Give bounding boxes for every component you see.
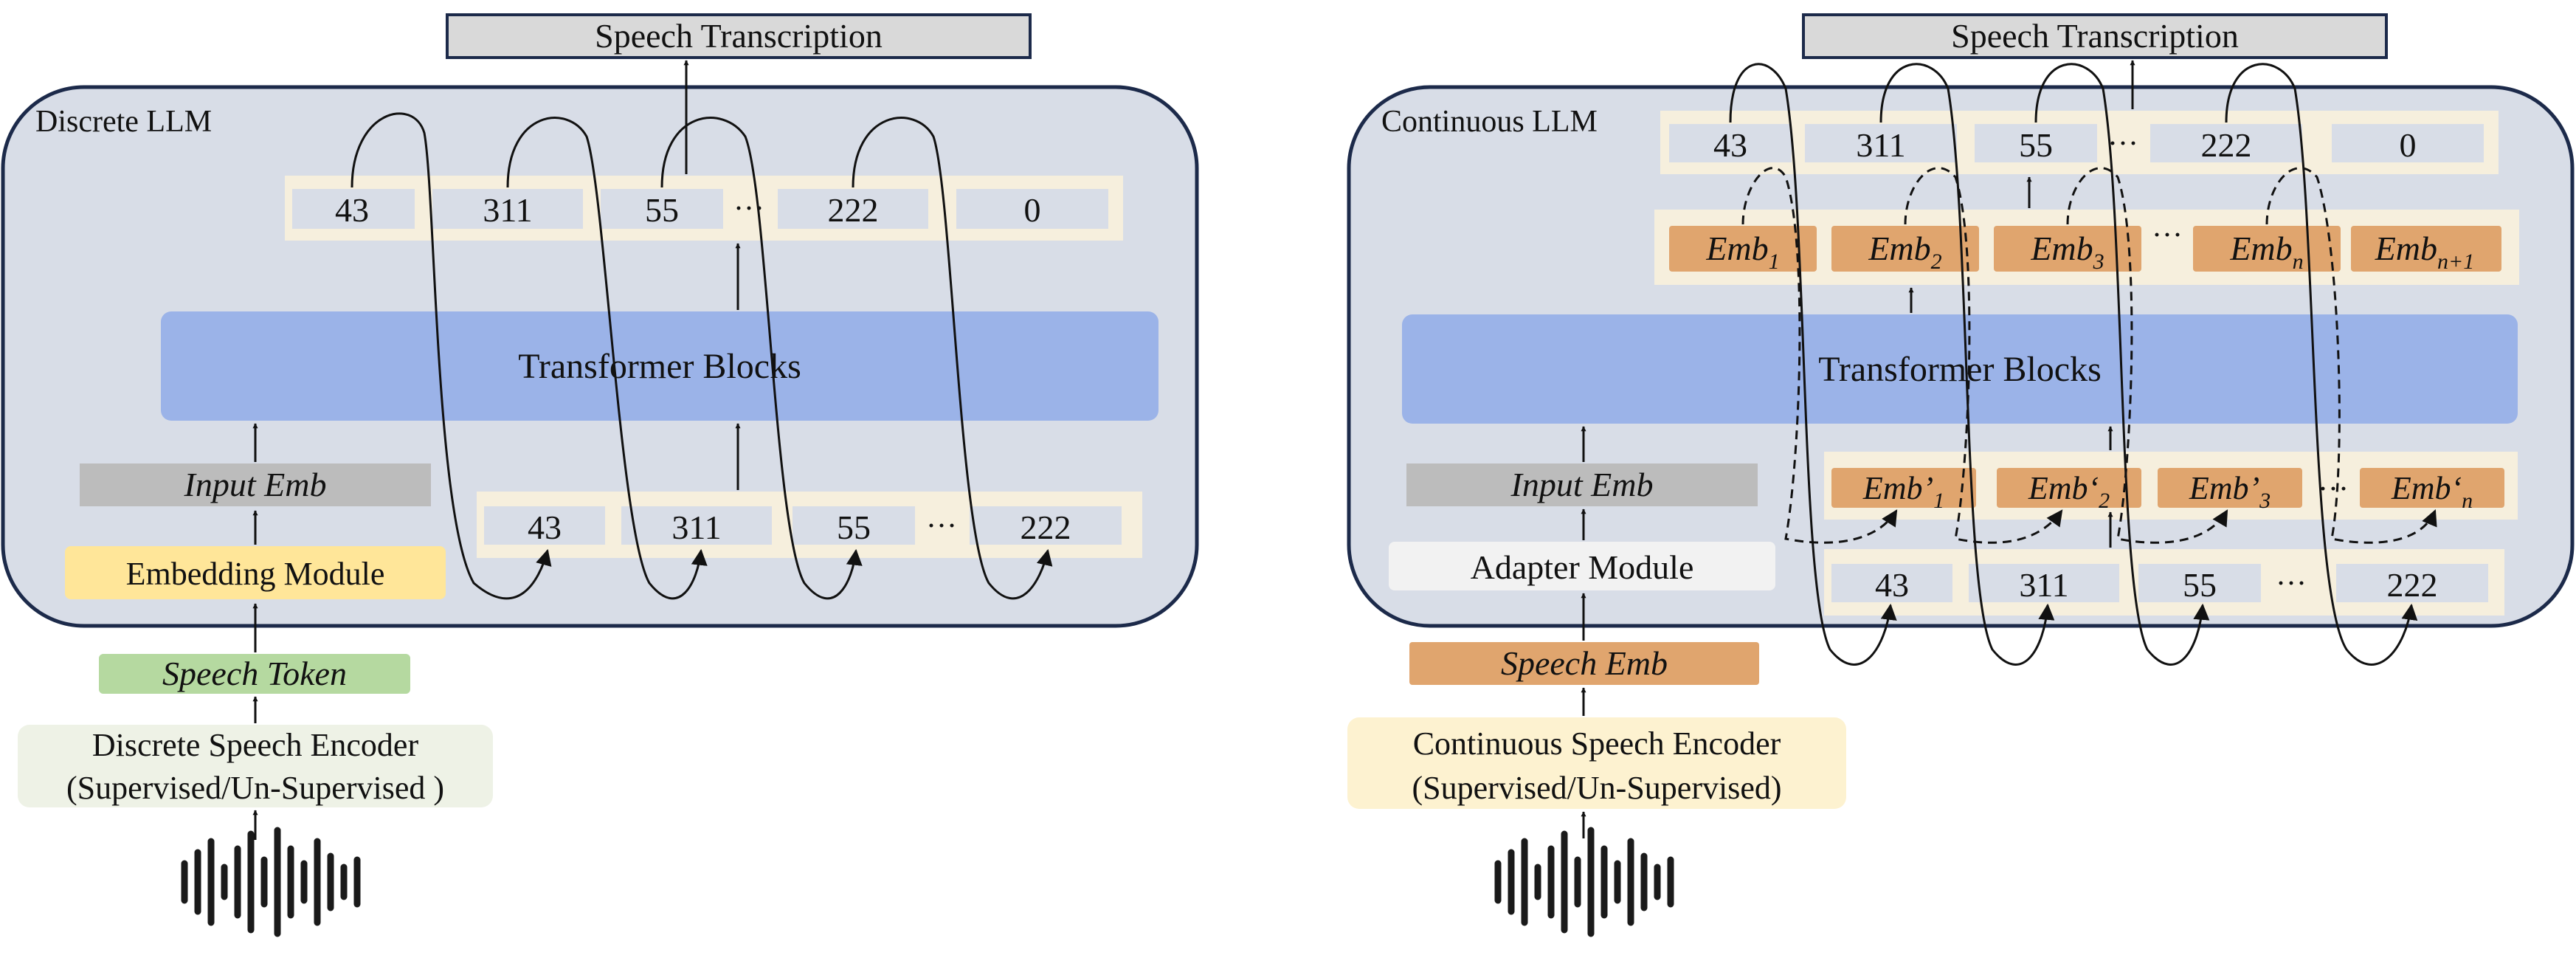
right-flow-arrows <box>1581 60 2135 838</box>
discrete-encoder-line2: (Supervised/Un-Supervised ) <box>66 770 444 806</box>
left-input-token: 222 <box>1021 509 1071 546</box>
right-input-ellipsis: ··· <box>2276 567 2307 601</box>
discrete-llm-title: Discrete LLM <box>35 105 212 139</box>
right-transformer-blocks <box>1402 314 2518 424</box>
continuous-encoder-line1: Continuous Speech Encoder <box>1413 725 1781 762</box>
emb-prime-n: Emb‘n <box>2391 470 2473 513</box>
embedding-module-label: Embedding Module <box>126 556 385 592</box>
adapter-module-label: Adapter Module <box>1471 548 1694 586</box>
emb-prime-1: Emb’1 <box>1862 470 1944 513</box>
left-input-token: 43 <box>528 509 562 546</box>
left-input-emb-box <box>80 463 431 506</box>
right-waveform-icon <box>1494 827 1674 937</box>
right-output-token: 222 <box>2201 126 2252 164</box>
emb-prime-ellipsis: ··· <box>2318 472 2349 506</box>
adapter-module-box <box>1389 542 1775 590</box>
speech-emb-label: Speech Emb <box>1501 644 1668 682</box>
left-autoregressive-loops <box>351 112 1053 600</box>
left-output-token: 55 <box>645 191 679 229</box>
discrete-speech-encoder-box <box>18 725 493 807</box>
emb-prime-2: Emb‘2 <box>2028 470 2110 513</box>
left-output-token: 222 <box>828 191 879 229</box>
right-autoregressive-loops <box>1729 63 2418 666</box>
left-input-token: 55 <box>837 509 871 546</box>
left-transformer-label: Transformer Blocks <box>518 347 801 386</box>
right-input-token: 55 <box>2183 566 2217 604</box>
left-transcription-box <box>446 13 1032 59</box>
right-input-token: 43 <box>1875 566 1909 604</box>
emb-output-3: Emb3 <box>2030 230 2104 274</box>
left-transformer-blocks <box>161 311 1158 421</box>
left-output-token: 0 <box>1024 191 1041 229</box>
continuous-encoder-line2: (Supervised/Un-Supervised) <box>1412 770 1781 806</box>
speech-token-label: Speech Token <box>162 655 347 692</box>
continuous-llm-title: Continuous LLM <box>1381 105 1598 139</box>
right-input-emb-label: Input Emb <box>1510 466 1654 503</box>
right-input-emb-box <box>1406 463 1758 506</box>
right-input-token: 311 <box>2019 566 2068 604</box>
right-dashed-embedding-loops <box>1741 167 2437 544</box>
emb-row-ellipsis: ··· <box>2152 218 2183 252</box>
discrete-encoder-line1: Discrete Speech Encoder <box>92 727 419 763</box>
right-transcription-box <box>1802 13 2388 59</box>
left-output-token: 43 <box>335 191 369 229</box>
emb-output-1: Emb1 <box>1705 230 1779 274</box>
right-transformer-label: Transformer Blocks <box>1818 350 2102 389</box>
speech-emb-box <box>1409 642 1759 685</box>
left-input-token: 311 <box>671 509 721 546</box>
left-waveform-icon <box>181 827 361 937</box>
emb-prime-3: Emb’3 <box>2189 470 2271 513</box>
speech-token-box <box>99 654 410 694</box>
emb-output-n-plus-1: Embn+1 <box>2375 230 2475 274</box>
left-flow-arrows <box>252 60 741 840</box>
emb-output-2: Emb2 <box>1868 230 1941 274</box>
right-output-token: 55 <box>2019 126 2053 164</box>
continuous-llm-section: Speech Transcription Continuous LLM 43 3… <box>1347 13 2575 937</box>
right-transcription-label: Speech Transcription <box>1951 17 2239 55</box>
right-output-token: 311 <box>1856 126 1905 164</box>
right-input-token: 222 <box>2387 566 2438 604</box>
emb-output-n: Embn <box>2229 230 2303 274</box>
right-output-ellipsis: ··· <box>2107 127 2138 161</box>
left-input-emb-label: Input Emb <box>184 466 327 503</box>
right-output-token: 43 <box>1713 126 1747 164</box>
discrete-llm-section: Speech Transcription Discrete LLM 43 311… <box>1 13 1199 937</box>
embedding-module-box <box>65 546 446 599</box>
right-output-token: 0 <box>2400 126 2417 164</box>
left-output-token: 311 <box>483 191 532 229</box>
left-input-ellipsis: ··· <box>926 509 957 543</box>
continuous-speech-encoder-box <box>1347 717 1846 809</box>
left-transcription-label: Speech Transcription <box>595 17 883 55</box>
